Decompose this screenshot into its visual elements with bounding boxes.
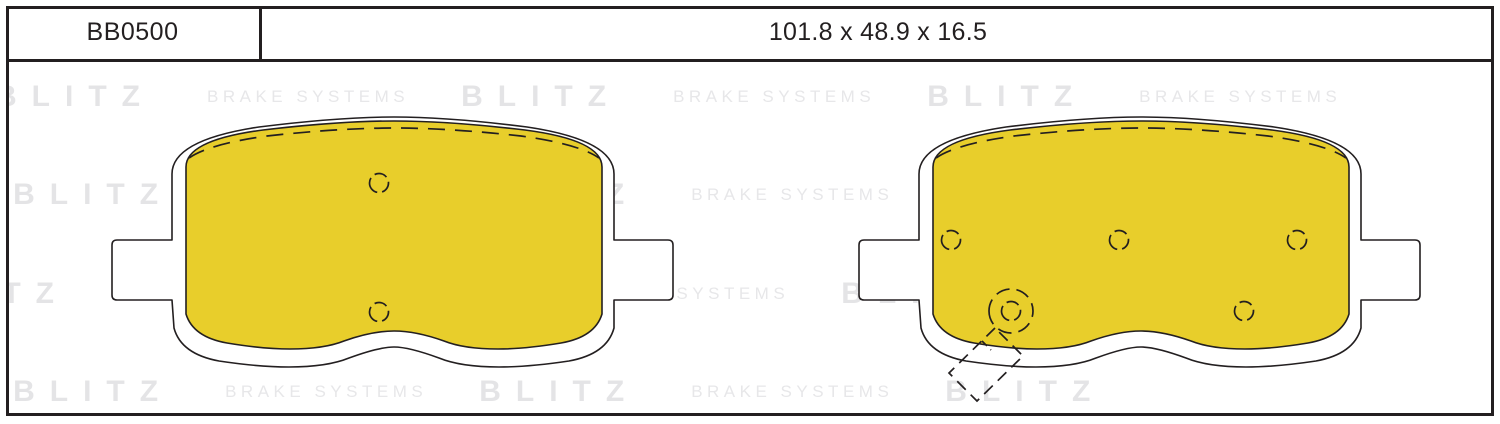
part-number-text: BB0500 (86, 18, 179, 46)
header-table: BB0500 101.8 x 48.9 x 16.5 (6, 6, 1494, 62)
sheet-border (6, 6, 1494, 416)
dimensions-cell: 101.8 x 48.9 x 16.5 (262, 6, 1494, 59)
dimensions-text: 101.8 x 48.9 x 16.5 (768, 18, 988, 46)
part-number-cell: BB0500 (6, 6, 262, 59)
